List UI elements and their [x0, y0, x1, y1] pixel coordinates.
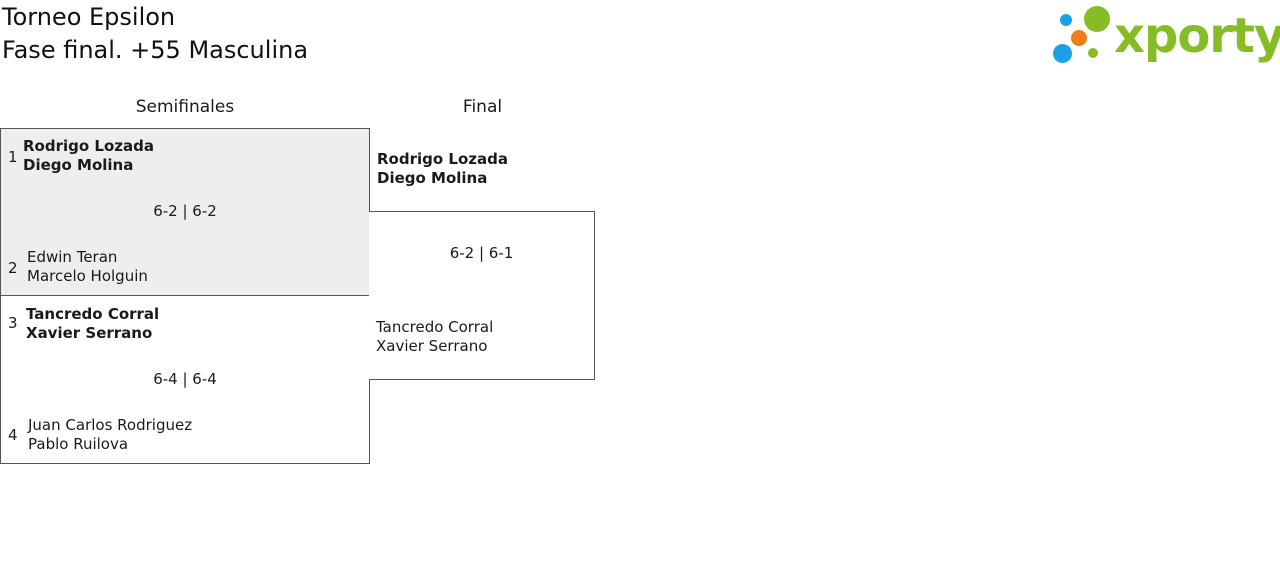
logo-orange-dot — [1071, 30, 1087, 46]
player-name: Diego Molina — [23, 156, 134, 174]
seed-number: 1 — [8, 148, 18, 166]
seed-number: 3 — [8, 314, 18, 332]
round-title-semifinals: Semifinales — [135, 97, 235, 117]
logo-wordmark: xporty — [1114, 8, 1280, 64]
logo-blue-dot-large — [1053, 44, 1072, 63]
player-name: Edwin Teran — [27, 248, 118, 266]
logo-green-dot — [1084, 6, 1110, 32]
team-loser: Edwin Teran Marcelo Holguin — [27, 248, 148, 286]
tournament-title: Torneo Epsilon — [2, 3, 176, 31]
match-score: 6-2 | 6-2 — [153, 202, 217, 220]
match-score: 6-4 | 6-4 — [153, 370, 217, 388]
final-team-runner-up: Tancredo Corral Xavier Serrano — [376, 318, 493, 356]
player-name: Rodrigo Lozada — [23, 137, 154, 155]
semifinal-match-2[interactable]: 3 Tancredo Corral Xavier Serrano 6-4 | 6… — [0, 295, 370, 464]
logo-blue-dot-top — [1060, 14, 1072, 26]
player-name: Xavier Serrano — [376, 337, 488, 355]
player-name: Rodrigo Lozada — [377, 150, 508, 168]
team-winner: Rodrigo Lozada Diego Molina — [23, 137, 154, 175]
player-name: Tancredo Corral — [26, 305, 160, 323]
final-match[interactable]: 6-2 | 6-1 Tancredo Corral Xavier Serrano — [369, 211, 595, 380]
player-name: Xavier Serrano — [26, 324, 153, 342]
team-winner: Tancredo Corral Xavier Serrano — [26, 305, 159, 343]
seed-number: 2 — [8, 259, 18, 277]
player-name: Juan Carlos Rodriguez — [28, 416, 193, 434]
semifinal-match-1[interactable]: 1 Rodrigo Lozada Diego Molina 6-2 | 6-2 … — [0, 128, 370, 296]
round-title-final: Final — [462, 97, 503, 117]
match-score: 6-2 | 6-1 — [449, 244, 514, 262]
xporty-logo: xporty — [1050, 4, 1280, 68]
player-name: Diego Molina — [377, 169, 488, 187]
player-name: Marcelo Holguin — [27, 267, 148, 285]
seed-number: 4 — [8, 426, 18, 444]
player-name: Tancredo Corral — [376, 318, 494, 336]
category-subtitle: Fase final. +55 Masculina — [2, 36, 309, 64]
team-loser: Juan Carlos Rodriguez Pablo Ruilova — [28, 416, 192, 454]
final-team-winner: Rodrigo Lozada Diego Molina — [377, 150, 508, 188]
player-name: Pablo Ruilova — [28, 435, 129, 453]
logo-green-dot-small — [1088, 48, 1098, 58]
